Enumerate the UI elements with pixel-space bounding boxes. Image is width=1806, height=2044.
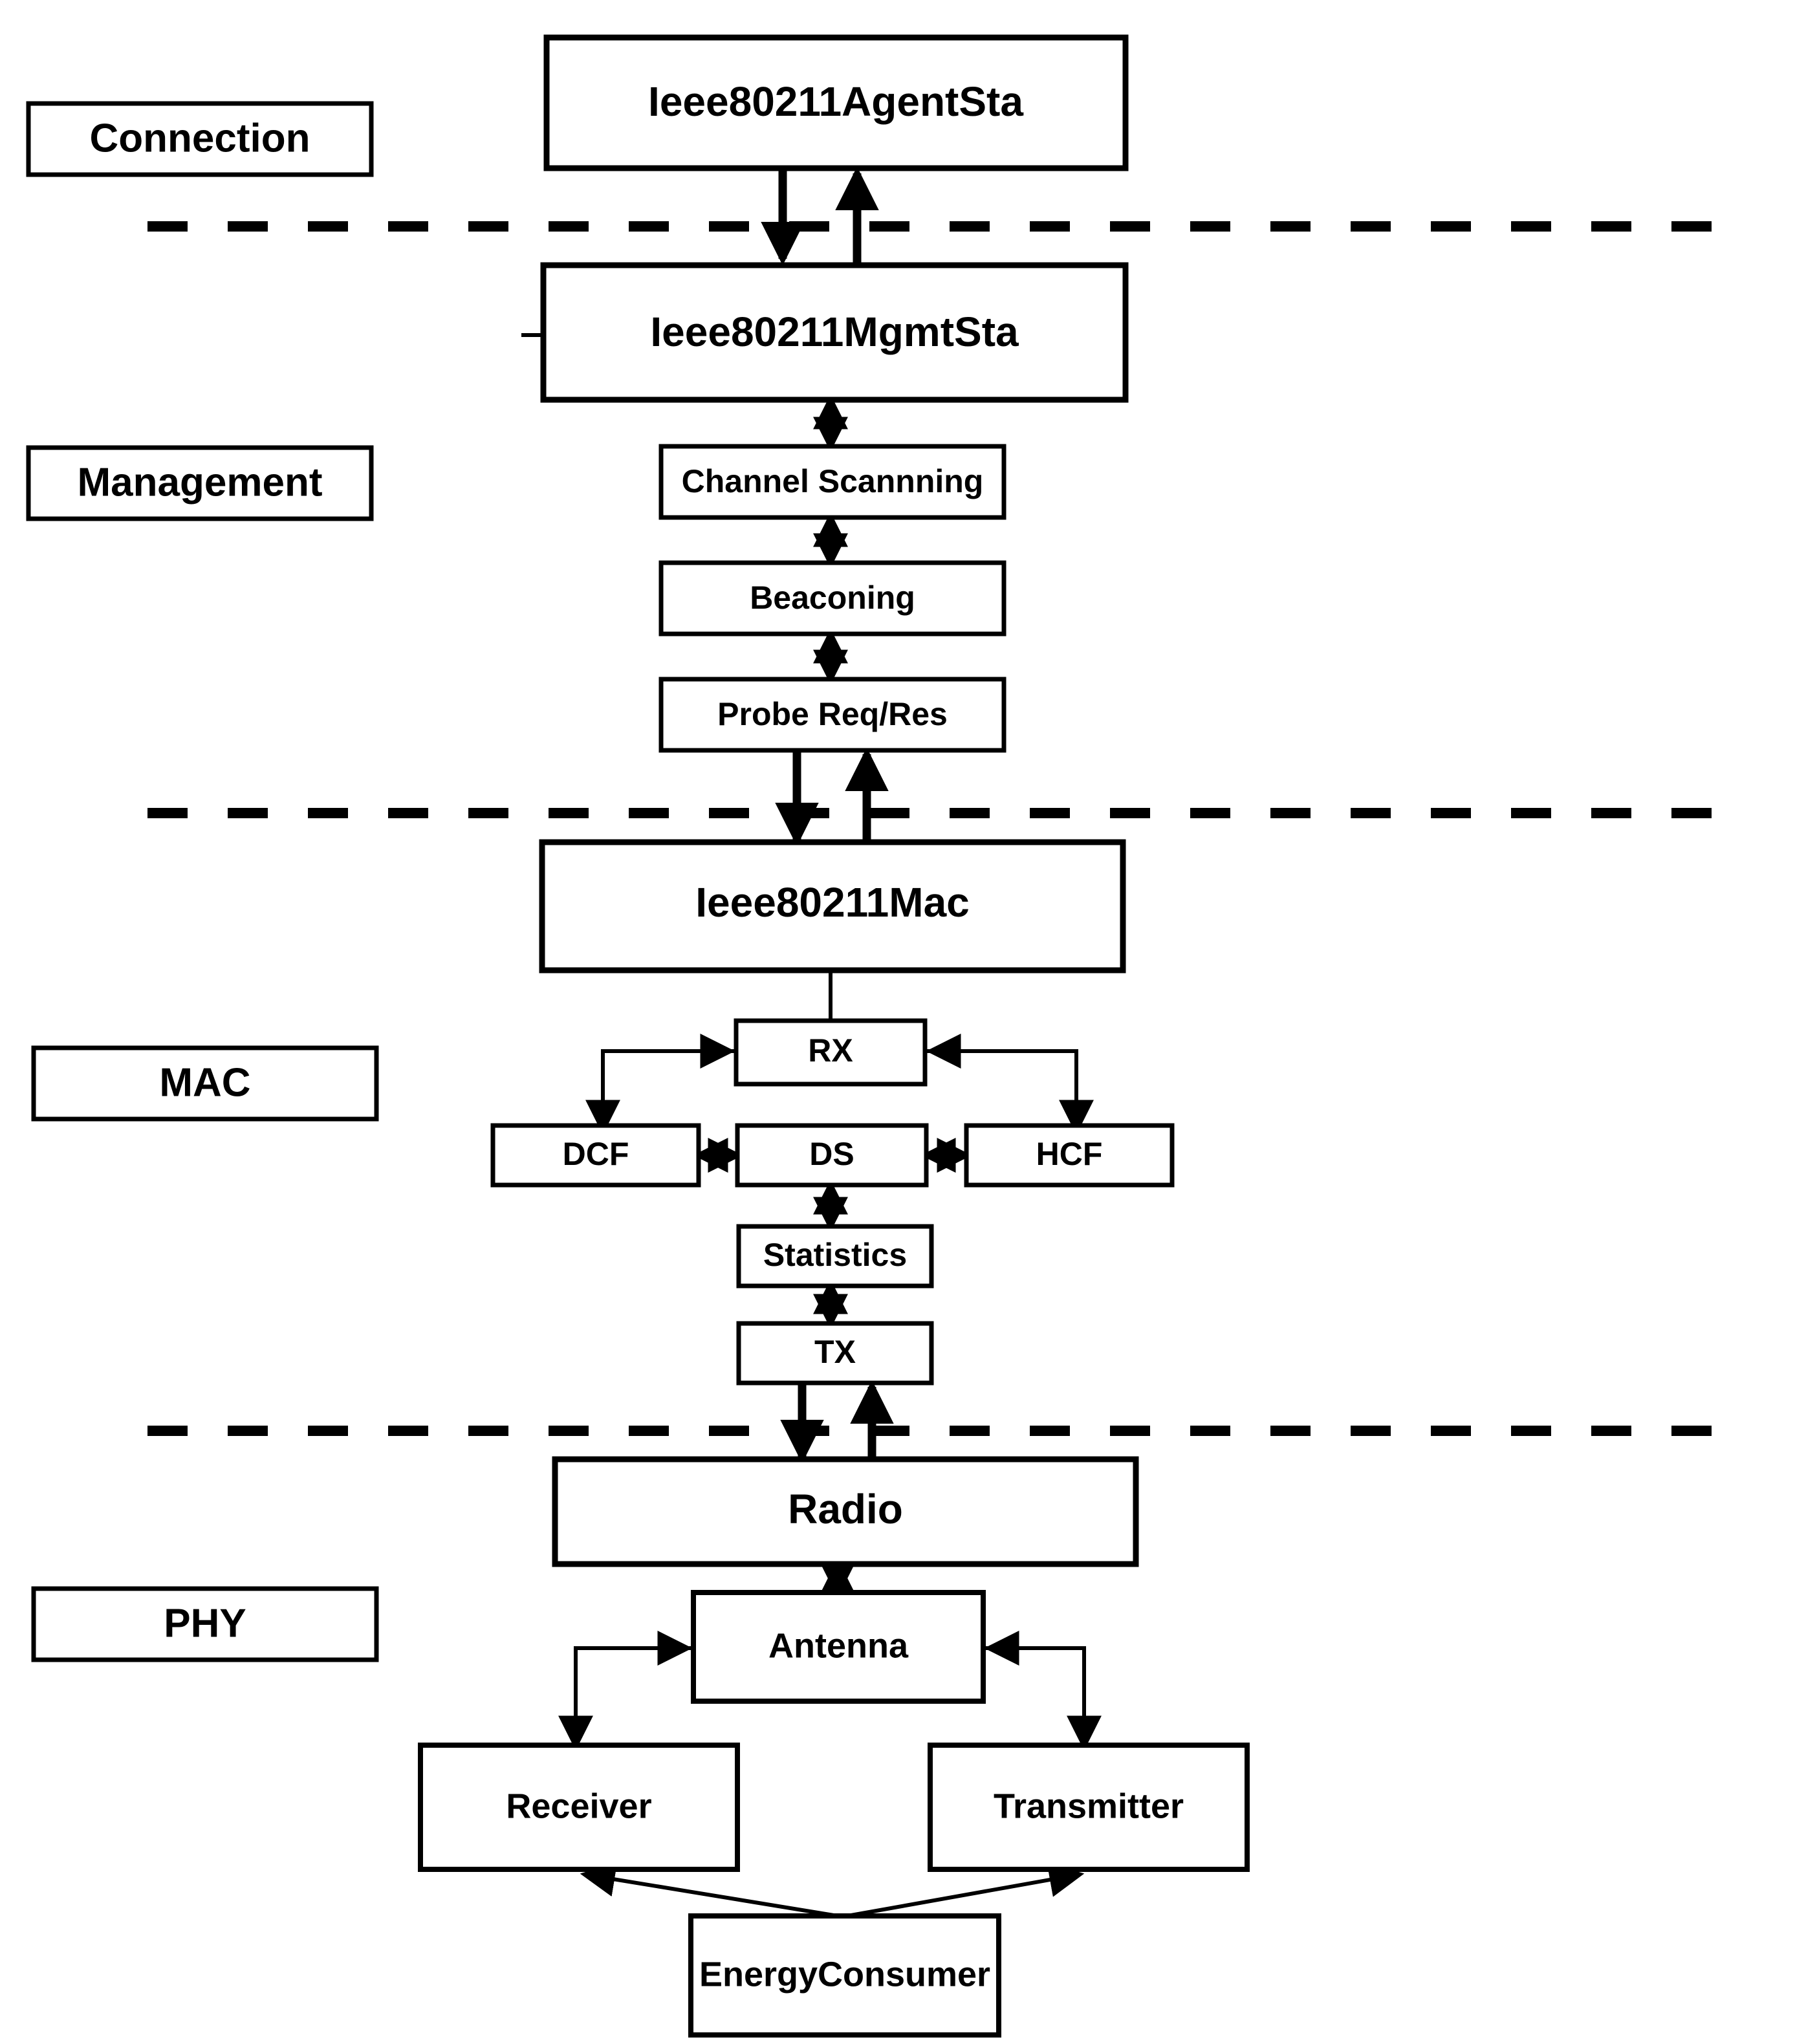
- node-transmitter-label: Transmitter: [994, 1787, 1184, 1825]
- node-probe-req-res-label: Probe Req/Res: [717, 696, 948, 732]
- node-ds[interactable]: DS: [735, 1123, 929, 1188]
- layer-label-phy-text: PHY: [164, 1601, 246, 1646]
- layer-label-management-text: Management: [78, 460, 323, 505]
- node-radio-label: Radio: [788, 1486, 903, 1532]
- node-dcf-label: DCF: [563, 1136, 629, 1172]
- layer-label-mac: MAC: [31, 1045, 379, 1122]
- node-beaconing-label: Beaconing: [750, 580, 915, 616]
- node-statistics[interactable]: Statistics: [736, 1224, 934, 1288]
- node-mac[interactable]: Ieee80211Mac: [539, 839, 1126, 973]
- layer-label-connection-text: Connection: [90, 116, 310, 160]
- node-agentsta[interactable]: Ieee80211AgentSta: [543, 34, 1129, 171]
- node-channel-scanning[interactable]: Channel Scannning: [658, 444, 1006, 520]
- edge-antenna-to-transmitter: [983, 1646, 1102, 1751]
- node-radio[interactable]: Radio: [552, 1456, 1139, 1567]
- node-receiver-label: Receiver: [506, 1787, 651, 1825]
- edge-rx-to-dcf: [585, 1049, 736, 1135]
- node-ds-label: DS: [809, 1136, 854, 1172]
- node-antenna[interactable]: Antenna: [691, 1590, 986, 1704]
- node-channel-scanning-label: Channel Scannning: [682, 463, 984, 499]
- node-mgmtsta-label: Ieee80211MgmtSta: [650, 309, 1019, 355]
- node-mgmtsta[interactable]: Ieee80211MgmtSta: [540, 262, 1129, 403]
- edge-rx-to-hcf: [925, 1049, 1094, 1135]
- node-antenna-label: Antenna: [768, 1626, 909, 1665]
- node-energy-consumer-label: EnergyConsumer: [699, 1955, 990, 1994]
- node-statistics-label: Statistics: [763, 1237, 907, 1273]
- node-rx-label: RX: [808, 1032, 853, 1069]
- layer-label-phy: PHY: [31, 1586, 379, 1662]
- node-beaconing[interactable]: Beaconing: [658, 560, 1006, 636]
- edge-antenna-to-receiver: [558, 1646, 693, 1751]
- node-agentsta-label: Ieee80211AgentSta: [648, 78, 1023, 125]
- node-rx[interactable]: RX: [734, 1018, 928, 1087]
- node-mac-label: Ieee80211Mac: [695, 879, 970, 926]
- node-receiver[interactable]: Receiver: [418, 1743, 740, 1872]
- node-dcf[interactable]: DCF: [490, 1123, 701, 1188]
- node-tx-label: TX: [814, 1334, 856, 1370]
- node-hcf[interactable]: HCF: [964, 1123, 1175, 1188]
- node-hcf-label: HCF: [1036, 1136, 1103, 1172]
- node-probe-req-res[interactable]: Probe Req/Res: [658, 677, 1006, 753]
- edge-energy-to-transmitter: [847, 1862, 1085, 1918]
- edge-energy-to-receiver: [580, 1862, 838, 1918]
- node-energy-consumer[interactable]: EnergyConsumer: [688, 1913, 1001, 2038]
- node-tx[interactable]: TX: [736, 1321, 934, 1386]
- layer-label-connection: Connection: [26, 101, 374, 177]
- node-transmitter[interactable]: Transmitter: [928, 1743, 1250, 1872]
- layer-label-management: Management: [26, 445, 374, 521]
- layer-label-mac-text: MAC: [159, 1060, 250, 1105]
